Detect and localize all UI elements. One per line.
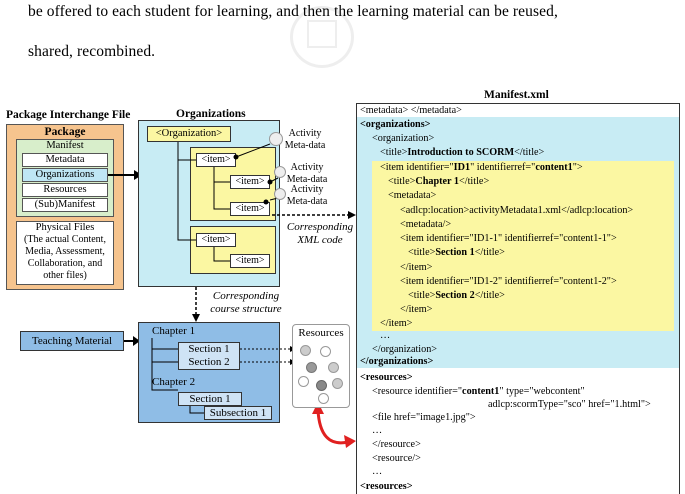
- resource-dot: [300, 345, 311, 356]
- item-box: <item>: [230, 202, 270, 216]
- activity-metadata-line: Activity: [290, 162, 324, 173]
- resource-dot: [298, 376, 309, 387]
- physical-files-box: [16, 221, 114, 285]
- xml-line: …: [380, 330, 391, 341]
- metadata-box: Metadata: [22, 153, 108, 167]
- subsection-box: [204, 406, 272, 420]
- package-interchange-file-title: Package Interchange File: [6, 109, 131, 121]
- section-2-label: Section 2: [188, 356, 230, 368]
- corresponding-xml-label: Corresponding XML code: [280, 221, 360, 247]
- xml-line: <title>Chapter 1</title>: [388, 176, 490, 187]
- corresponding-course-label: Corresponding course structure: [200, 290, 292, 316]
- xml-line: <item identifier="ID1" identifierref="co…: [380, 162, 583, 173]
- xml-line: </resource>: [372, 439, 421, 450]
- resource-dot: [328, 362, 339, 373]
- xml-item-highlight: [372, 161, 674, 331]
- xml-line: <resource/>: [372, 453, 421, 464]
- xml-line: …: [372, 466, 383, 477]
- xml-line: <organizations>: [360, 119, 431, 130]
- activity-metadata-line: Meta-data: [284, 140, 326, 151]
- paragraph-line-1: be offered to each student for learning,…: [28, 3, 558, 20]
- xml-line: …: [372, 425, 383, 436]
- corresponding-xml-line: XML code: [297, 234, 343, 246]
- physical-files-text: Physical Files (The actual Content, Medi…: [16, 222, 114, 282]
- xml-line: <item identifier="ID1-1" identifierref="…: [400, 233, 617, 244]
- resources-box: Resources: [22, 183, 108, 197]
- resource-dot: [332, 378, 343, 389]
- physical-files-line: Collaboration, and: [27, 258, 103, 269]
- xml-line: </organizations>: [360, 356, 434, 367]
- resource-dot: [316, 380, 327, 391]
- section-1-label: Section 1: [189, 393, 231, 405]
- organization-tag-box: <Organization>: [147, 126, 231, 142]
- xml-line: <metadata>: [388, 190, 437, 201]
- section-1-label: Section 1: [188, 343, 230, 355]
- manifest-xml-title: Manifest.xml: [484, 89, 549, 101]
- paragraph-line-2: shared, recombined.: [28, 43, 156, 60]
- package-title: Package: [44, 126, 86, 138]
- activity-metadata-line: Meta-data: [286, 196, 328, 207]
- corresponding-course-line: course structure: [210, 303, 282, 315]
- resource-dot: [318, 393, 329, 404]
- metadata-bubble: [274, 188, 286, 200]
- activity-metadata-label: Activity Meta-data: [284, 162, 330, 186]
- teaching-material-arrow: [124, 336, 140, 346]
- item-box: <item>: [196, 153, 236, 167]
- xml-line: adlcp:scormType="sco" href="1.html">: [488, 399, 651, 410]
- physical-files-line: (The actual Content,: [24, 234, 106, 245]
- resource-dot: [320, 346, 331, 357]
- physical-files-line: Physical Files: [35, 222, 95, 233]
- xml-line: <adlcp:location>activityMetadata1.xml</a…: [400, 205, 634, 216]
- activity-metadata-line: Activity: [290, 184, 324, 195]
- xml-line: <resources>: [360, 481, 413, 492]
- chapter-1-label: Chapter 1: [152, 325, 196, 337]
- chapter-2-section: [178, 392, 242, 406]
- xml-line: </item>: [400, 304, 433, 315]
- item-box: <item>: [230, 254, 270, 268]
- sub-manifest-box: (Sub)Manifest: [22, 198, 108, 212]
- organizations-arrow: [108, 170, 142, 180]
- organizations-box: Organizations: [22, 168, 108, 182]
- xml-line: <metadata/>: [400, 219, 452, 230]
- xml-line: <title>Section 1</title>: [408, 247, 505, 258]
- activity-metadata-label: Activity Meta-data: [284, 184, 330, 208]
- activity-metadata-label: Activity Meta-data: [282, 128, 328, 152]
- corresponding-course-line: Corresponding: [212, 290, 280, 302]
- xml-line: </item>: [400, 262, 433, 273]
- chapter-2-label: Chapter 2: [152, 376, 196, 388]
- metadata-bubble: [269, 132, 283, 146]
- activity-metadata-line: Activity: [288, 128, 322, 139]
- corresponding-xml-line: Corresponding: [286, 221, 354, 233]
- xml-line: <title>Introduction to SCORM</title>: [380, 147, 545, 158]
- watermark-seal: [262, 0, 382, 68]
- metadata-bubble: [274, 166, 286, 178]
- resources-panel-title: Resources: [298, 327, 344, 339]
- item-box: <item>: [230, 175, 270, 189]
- xml-line: </item>: [380, 318, 413, 329]
- xml-line: <metadata> </metadata>: [360, 105, 462, 116]
- physical-files-line: Media, Assessment,: [25, 246, 105, 257]
- organizations-title: Organizations: [176, 108, 246, 120]
- physical-files-line: other files): [43, 270, 87, 281]
- xml-line: <title>Section 2</title>: [408, 290, 505, 301]
- teaching-material-box: Teaching Material: [20, 331, 124, 351]
- xml-line: <file href="image1.jpg">: [372, 412, 476, 423]
- manifest-label: Manifest: [46, 140, 84, 151]
- resource-dot: [306, 362, 317, 373]
- activity-metadata-line: Meta-data: [286, 174, 328, 185]
- xml-line: <resource identifier="content1" type="we…: [372, 386, 585, 397]
- xml-line: <resources>: [360, 372, 413, 383]
- item-box: <item>: [196, 233, 236, 247]
- xml-line: <item identifier="ID1-2" identifierref="…: [400, 276, 617, 287]
- xml-line: <organization>: [372, 133, 435, 144]
- chapter-1-sections: [178, 342, 240, 370]
- subsection-1-label: Subsection 1: [209, 407, 267, 419]
- xml-line: </organization>: [372, 344, 438, 355]
